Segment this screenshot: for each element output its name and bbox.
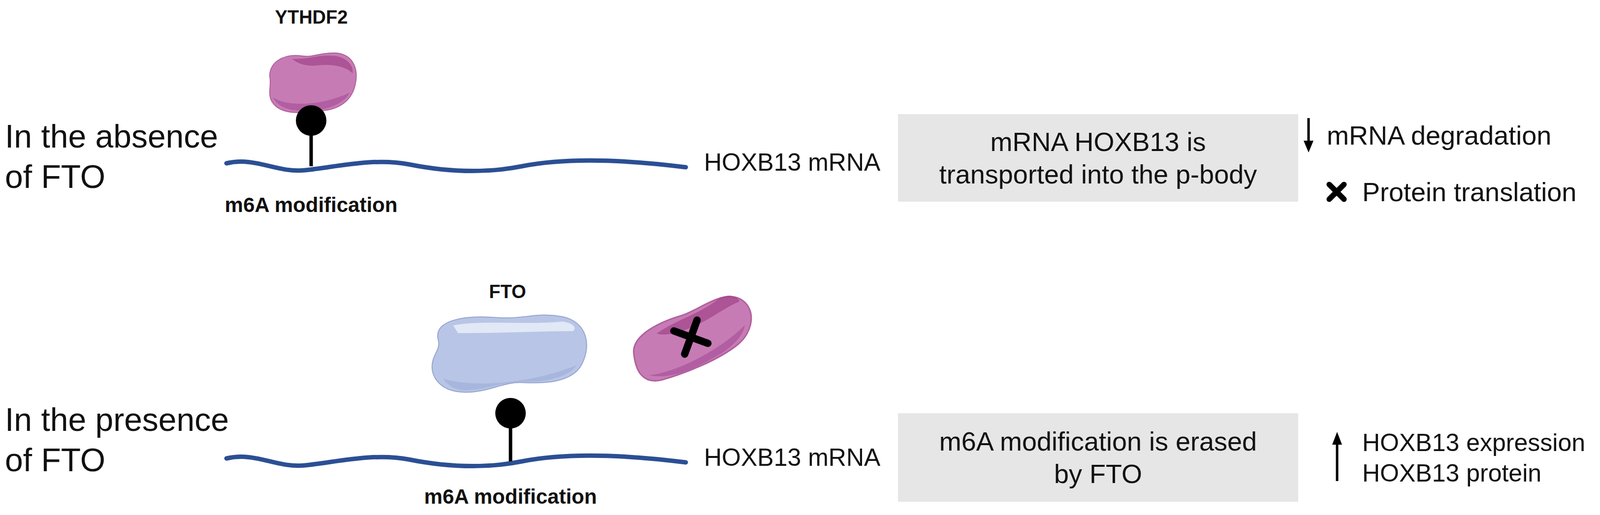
down-arrow-head [1303,140,1314,153]
protein-surface [273,92,351,111]
protein-surface [269,53,357,113]
box-text: m6A modification is erased by FTO [927,425,1269,491]
m6a-mark [295,105,327,136]
mrna-strand [226,455,686,467]
down-arrow [1307,118,1311,143]
mrna-strand [226,160,686,171]
cross-mark [1329,184,1344,200]
protein-surface [432,315,587,393]
protein-name: YTHDF2 [189,5,434,29]
m6a-mark [495,398,526,429]
modification-label: m6A modification [188,192,435,218]
inactive-ythdf2 [624,287,763,391]
up-arrow [1336,443,1339,482]
condition-label: In the absence of FTO [4,116,252,197]
effect-label: HOXB13 expression [1362,428,1586,458]
protein-surface [452,321,575,334]
protein-name: FTO [349,280,666,304]
mrna-label: HOXB13 mRNA [704,147,881,178]
up-arrow-head [1332,432,1343,446]
protein-surface [443,365,577,391]
outcome-box: m6A modification is erased by FTO [897,413,1299,503]
effect-label: HOXB13 protein [1362,458,1542,489]
mrna-label: HOXB13 mRNA [704,443,881,473]
condition-label: In the presence of FTO [4,399,252,481]
protein-shape [423,311,592,404]
effect-label: mRNA degradation [1326,119,1552,152]
box-text: mRNA HOXB13 is transported into the p-bo… [927,125,1269,191]
protein-surface [292,55,353,74]
modification-label: m6A modification [387,484,634,510]
outcome-box: mRNA HOXB13 is transported into the p-bo… [897,114,1299,202]
fto-protein: FTO [423,311,592,404]
effect-label: Protein translation [1362,176,1577,208]
